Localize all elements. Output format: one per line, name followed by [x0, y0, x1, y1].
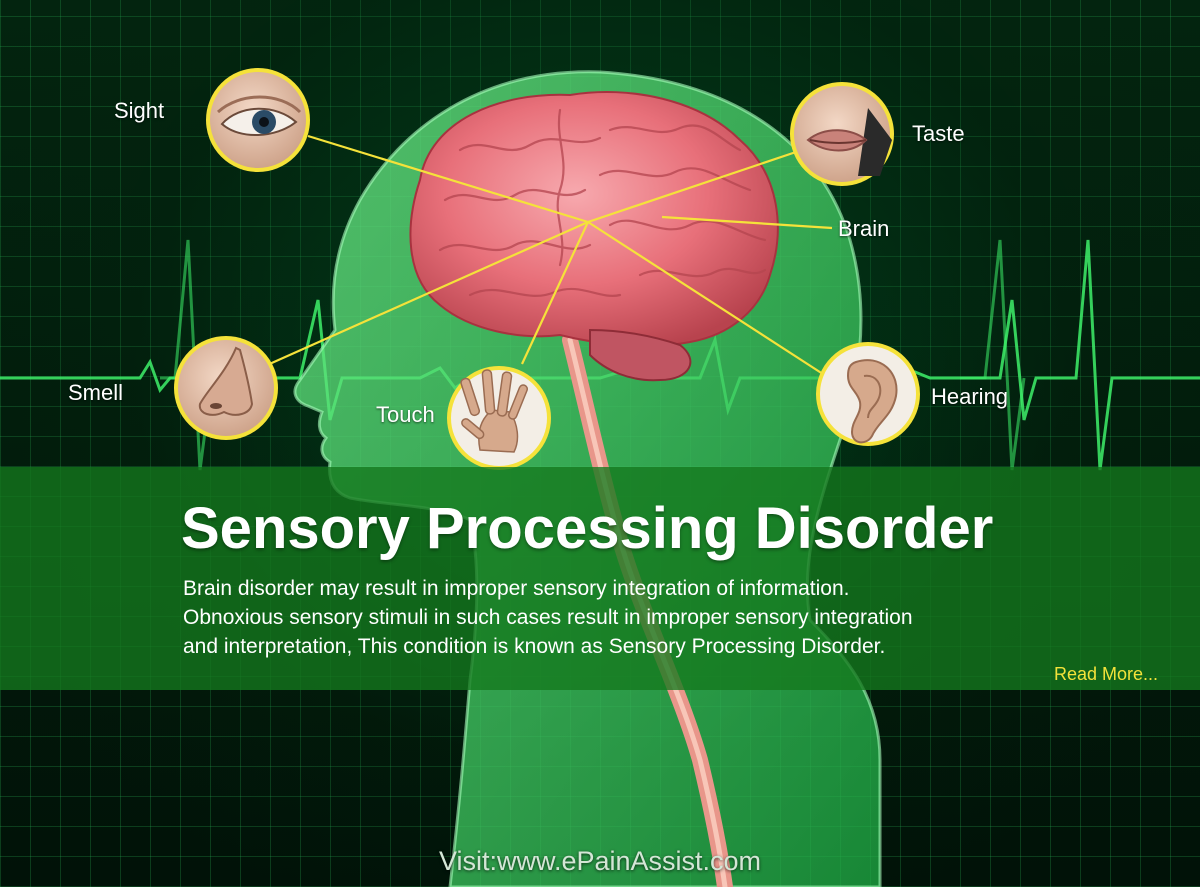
connector-lines: [264, 134, 833, 377]
hearing-label: Hearing: [931, 384, 1009, 409]
description-line: Brain disorder may result in improper se…: [183, 577, 850, 600]
page-title: Sensory Processing Disorder: [181, 496, 994, 561]
smell-label: Smell: [68, 380, 124, 405]
footer-website: Visit:www.ePainAssist.com: [438, 846, 762, 876]
eye-icon: [206, 68, 310, 172]
ear-icon: [816, 342, 920, 446]
brain-label: Brain: [838, 216, 890, 241]
heartbeat-spike-right: [960, 239, 1026, 471]
description-line: Obnoxious sensory stimuli in such cases …: [183, 606, 913, 629]
taste-label: Taste: [912, 121, 965, 146]
mouth-icon: [790, 82, 894, 186]
description: Brain disorder may result in improper se…: [183, 574, 1173, 661]
description-line: and interpretation, This condition is kn…: [183, 635, 886, 658]
sight-label: Sight: [114, 98, 165, 123]
touch-label: Touch: [376, 402, 435, 427]
hand-icon: [447, 366, 551, 470]
info-banner: [0, 467, 1200, 690]
read-more-link[interactable]: Read More...: [1053, 664, 1158, 684]
nose-icon: [174, 336, 278, 440]
